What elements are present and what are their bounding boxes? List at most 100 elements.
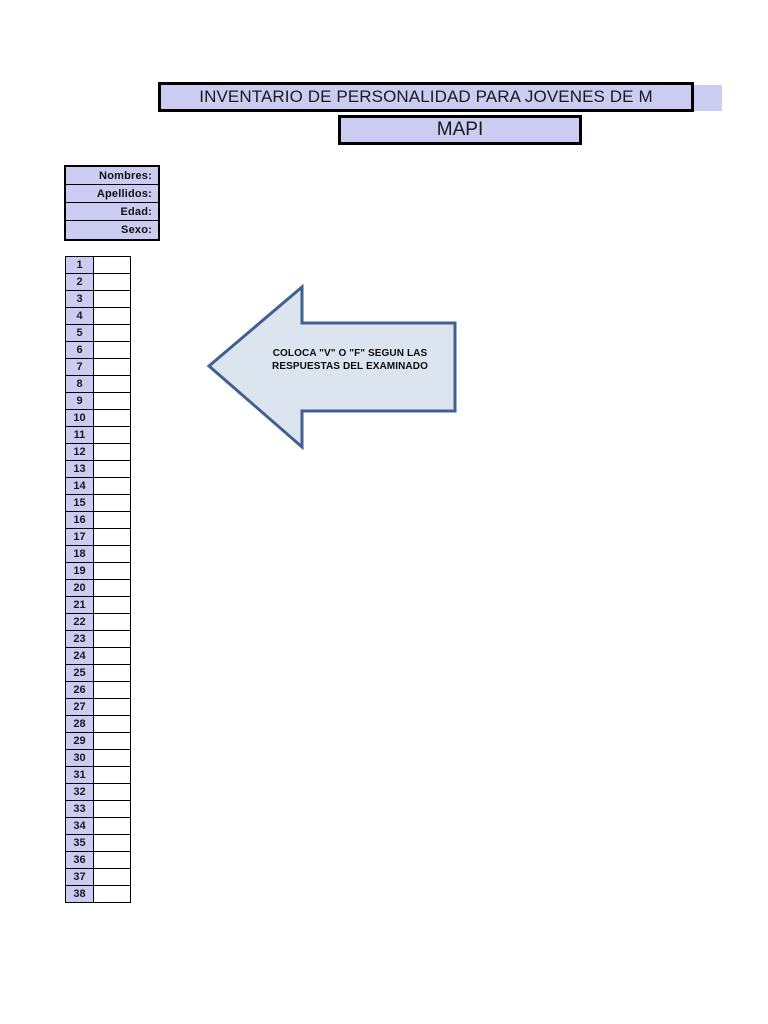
row-number-cell: 16	[65, 511, 94, 529]
row-answer-cell[interactable]	[93, 664, 131, 682]
table-row: 27	[65, 698, 131, 716]
left-arrow-callout	[206, 283, 458, 451]
table-row: 30	[65, 749, 131, 767]
row-number-cell: 10	[65, 409, 94, 427]
row-answer-cell[interactable]	[93, 290, 131, 308]
table-row: 16	[65, 511, 131, 529]
table-row: 32	[65, 783, 131, 801]
row-answer-cell[interactable]	[93, 494, 131, 512]
row-number-cell: 1	[65, 256, 94, 274]
row-answer-cell[interactable]	[93, 596, 131, 614]
row-answer-cell[interactable]	[93, 443, 131, 461]
row-answer-cell[interactable]	[93, 511, 131, 529]
table-row: 19	[65, 562, 131, 580]
table-row: 21	[65, 596, 131, 614]
row-number-cell: 4	[65, 307, 94, 325]
table-row: 24	[65, 647, 131, 665]
row-number-cell: 22	[65, 613, 94, 631]
table-row: 25	[65, 664, 131, 682]
row-answer-cell[interactable]	[93, 528, 131, 546]
field-label-apellidos: Apellidos:	[96, 187, 152, 200]
row-answer-cell[interactable]	[93, 834, 131, 852]
identity-form: Nombres: Apellidos: Edad: Sexo:	[64, 165, 160, 241]
row-answer-cell[interactable]	[93, 885, 131, 903]
table-row: 4	[65, 307, 131, 325]
row-answer-cell[interactable]	[93, 732, 131, 750]
row-number-cell: 9	[65, 392, 94, 410]
row-answer-cell[interactable]	[93, 324, 131, 342]
row-answer-cell[interactable]	[93, 868, 131, 886]
row-answer-cell[interactable]	[93, 715, 131, 733]
row-number-cell: 7	[65, 358, 94, 376]
field-row-apellidos[interactable]: Apellidos:	[66, 185, 158, 203]
table-row: 38	[65, 885, 131, 903]
row-number-cell: 18	[65, 545, 94, 563]
page-subtitle: MAPI	[436, 119, 484, 140]
row-answer-cell[interactable]	[93, 647, 131, 665]
page-title: INVENTARIO DE PERSONALIDAD PARA JOVENES …	[199, 87, 653, 106]
row-answer-cell[interactable]	[93, 392, 131, 410]
row-answer-cell[interactable]	[93, 613, 131, 631]
row-number-cell: 5	[65, 324, 94, 342]
row-answer-cell[interactable]	[93, 766, 131, 784]
row-answer-cell[interactable]	[93, 426, 131, 444]
row-answer-cell[interactable]	[93, 817, 131, 835]
row-answer-cell[interactable]	[93, 409, 131, 427]
field-label-edad: Edad:	[120, 205, 152, 218]
row-answer-cell[interactable]	[93, 630, 131, 648]
callout-text: COLOCA "V" O "F" SEGUN LAS RESPUESTAS DE…	[244, 347, 456, 373]
title-banner-fill-overflow	[694, 85, 722, 111]
row-number-cell: 28	[65, 715, 94, 733]
row-number-cell: 23	[65, 630, 94, 648]
row-answer-cell[interactable]	[93, 375, 131, 393]
row-number-cell: 24	[65, 647, 94, 665]
row-answer-cell[interactable]	[93, 256, 131, 274]
table-row: 8	[65, 375, 131, 393]
row-answer-cell[interactable]	[93, 562, 131, 580]
table-row: 31	[65, 766, 131, 784]
callout-text-line-1: COLOCA "V" O "F" SEGUN LAS	[272, 348, 428, 359]
row-number-cell: 11	[65, 426, 94, 444]
table-row: 5	[65, 324, 131, 342]
table-row: 34	[65, 817, 131, 835]
field-row-sexo[interactable]: Sexo:	[66, 221, 158, 239]
row-answer-cell[interactable]	[93, 579, 131, 597]
subtitle-banner: MAPI	[338, 115, 582, 145]
row-answer-cell[interactable]	[93, 783, 131, 801]
field-row-nombres[interactable]: Nombres:	[66, 167, 158, 185]
row-answer-cell[interactable]	[93, 358, 131, 376]
row-number-cell: 20	[65, 579, 94, 597]
row-answer-cell[interactable]	[93, 460, 131, 478]
row-number-cell: 35	[65, 834, 94, 852]
row-number-cell: 38	[65, 885, 94, 903]
row-number-cell: 15	[65, 494, 94, 512]
row-number-cell: 13	[65, 460, 94, 478]
table-row: 18	[65, 545, 131, 563]
row-answer-cell[interactable]	[93, 681, 131, 699]
row-answer-cell[interactable]	[93, 545, 131, 563]
row-answer-cell[interactable]	[93, 851, 131, 869]
row-answer-cell[interactable]	[93, 307, 131, 325]
table-row: 15	[65, 494, 131, 512]
row-number-cell: 29	[65, 732, 94, 750]
row-number-cell: 26	[65, 681, 94, 699]
row-number-cell: 27	[65, 698, 94, 716]
row-number-cell: 12	[65, 443, 94, 461]
table-row: 11	[65, 426, 131, 444]
row-number-cell: 19	[65, 562, 94, 580]
table-row: 20	[65, 579, 131, 597]
row-number-cell: 36	[65, 851, 94, 869]
field-row-edad[interactable]: Edad:	[66, 203, 158, 221]
row-answer-cell[interactable]	[93, 800, 131, 818]
table-row: 29	[65, 732, 131, 750]
row-answer-cell[interactable]	[93, 341, 131, 359]
row-answer-cell[interactable]	[93, 273, 131, 291]
table-row: 23	[65, 630, 131, 648]
row-answer-cell[interactable]	[93, 749, 131, 767]
row-answer-cell[interactable]	[93, 698, 131, 716]
table-row: 36	[65, 851, 131, 869]
table-row: 14	[65, 477, 131, 495]
row-answer-cell[interactable]	[93, 477, 131, 495]
